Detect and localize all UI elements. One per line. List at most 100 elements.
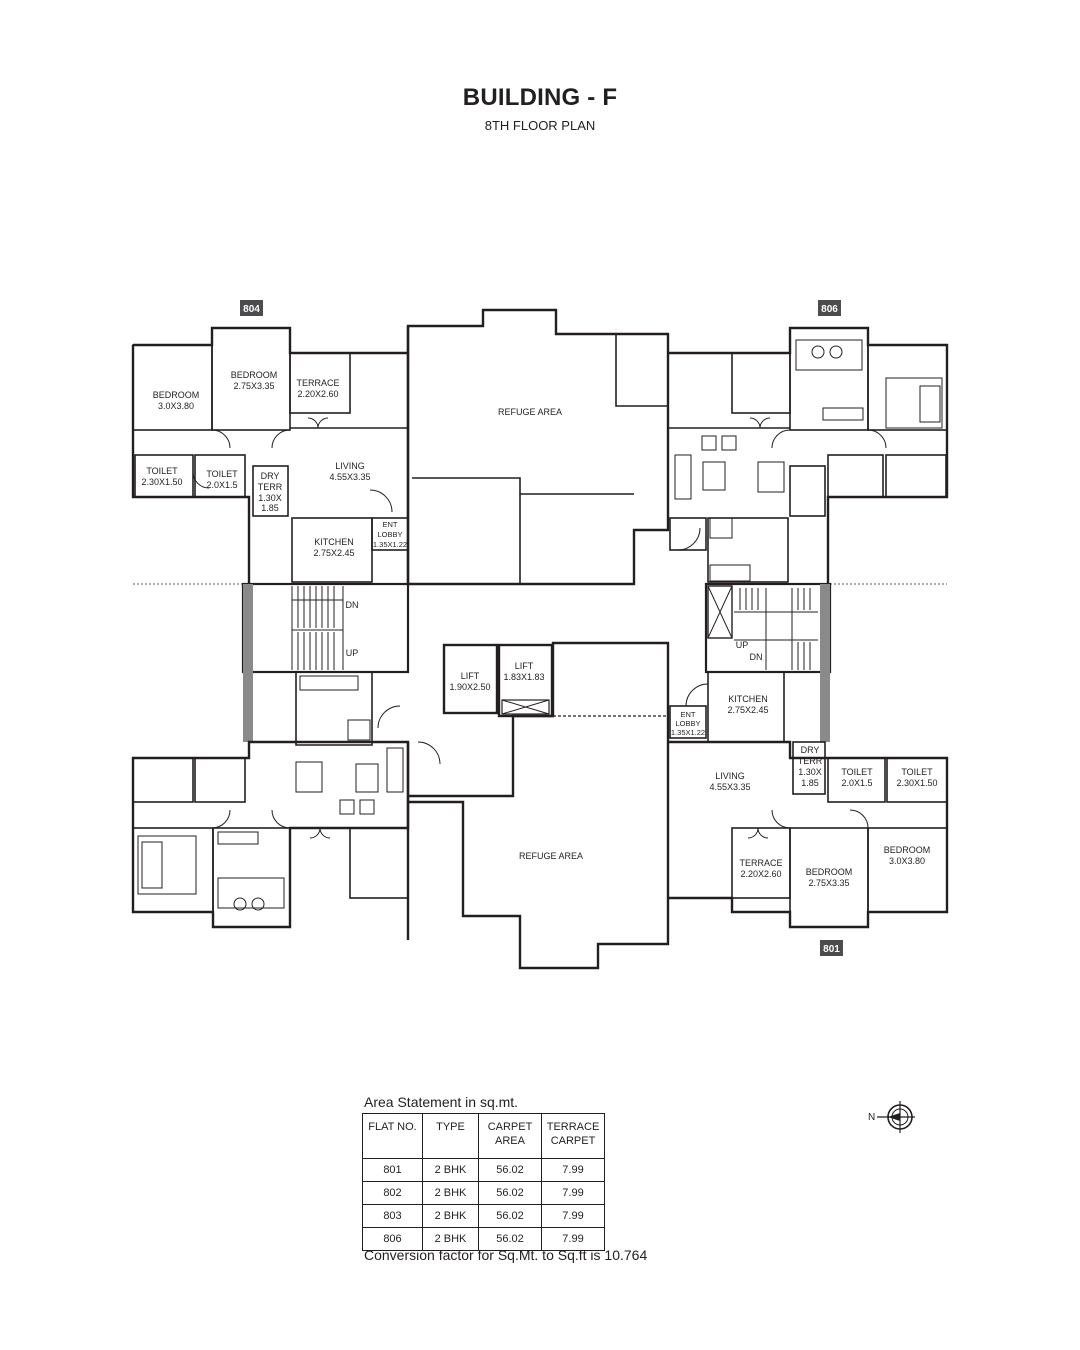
room-size: 1.30X	[258, 493, 282, 503]
page-title: BUILDING - F	[462, 84, 618, 111]
stair-east-treads	[734, 588, 818, 670]
room-label: TOILET	[206, 469, 238, 479]
room-size: 4.55X3.35	[329, 472, 370, 482]
room-size: 2.20X2.60	[297, 389, 338, 399]
room-label: BEDROOM	[806, 867, 853, 877]
lift-b	[497, 643, 554, 718]
room-label: TOILET	[841, 767, 873, 777]
flat-tag-801-bg	[820, 940, 843, 956]
flat-tags: 804 806 801	[240, 300, 843, 956]
room-label: LOBBY	[675, 719, 700, 728]
room-size: 4.55X3.35	[709, 782, 750, 792]
room-label: TERRACE	[739, 858, 782, 868]
table-cell: 7.99	[541, 1204, 605, 1228]
room-size: 2.30X1.50	[896, 778, 937, 788]
lift-a	[442, 643, 499, 715]
room-label: TERR	[258, 482, 283, 492]
toilet-804-b	[194, 454, 246, 498]
room-size: 3.0X3.80	[158, 401, 194, 411]
room-label: TOILET	[901, 767, 933, 777]
furniture	[137, 339, 943, 911]
table-cell: 2 BHK	[422, 1158, 479, 1182]
refuge-shaft-top	[615, 334, 668, 407]
room-label: DRY	[261, 471, 280, 481]
terrace-804	[289, 352, 351, 414]
stair-label: DN	[346, 600, 359, 610]
flat-tag-806-bg	[818, 300, 841, 316]
room-size: 2.30X1.50	[141, 477, 182, 487]
lift-size: 1.83X1.83	[503, 672, 544, 682]
room-size: 2.75X3.35	[233, 381, 274, 391]
table-cell: 802	[362, 1181, 423, 1205]
flat-tag-804-bg	[240, 300, 263, 316]
stair-label: UP	[736, 640, 749, 650]
room-label: BEDROOM	[153, 390, 200, 400]
refuge-area-top-inner-wall	[412, 477, 634, 495]
flat-sw-outer-wall	[295, 671, 373, 746]
lift-label: LIFT	[461, 671, 480, 681]
room-size: 2.0X1.5	[206, 480, 237, 490]
north-arrow-icon: N	[868, 1101, 915, 1133]
column-header: FLAT NO.	[362, 1113, 423, 1159]
table-cell: 56.02	[478, 1204, 542, 1228]
room-label: LOBBY	[377, 530, 402, 539]
column-header: TYPE	[422, 1113, 479, 1159]
table-row: 802 2 BHK 56.02 7.99	[362, 1181, 605, 1205]
table-row: 803 2 BHK 56.02 7.99	[362, 1204, 605, 1228]
room-label: DRY	[801, 745, 820, 755]
room-size: 2.75X3.35	[808, 878, 849, 888]
refuge-label: REFUGE AREA	[519, 851, 583, 861]
room-size: 1.85	[261, 503, 279, 513]
table-cell: 2 BHK	[422, 1181, 479, 1205]
table-cell: 7.99	[541, 1158, 605, 1182]
dry-terrace-804	[252, 465, 289, 517]
lift-label: LIFT	[515, 661, 534, 671]
room-size: 1.35X1.22	[373, 540, 407, 549]
room-label: LIVING	[335, 461, 365, 471]
flat-tag-804: 804	[243, 304, 260, 315]
page-subtitle: 8TH FLOOR PLAN	[484, 118, 596, 133]
column-header: CARPET AREA	[478, 1113, 542, 1159]
refuge-area-bottom-wall	[408, 641, 670, 970]
stair-east	[704, 582, 832, 674]
area-statement-table: FLAT NO. TYPE CARPET AREA TERRACE CARPET…	[362, 1113, 605, 1251]
table-cell: 801	[362, 1158, 423, 1182]
room-label: ENT	[681, 710, 696, 719]
table-cell: 7.99	[541, 1181, 605, 1205]
stair-label: DN	[750, 652, 763, 662]
table-row: 801 2 BHK 56.02 7.99	[362, 1158, 605, 1182]
room-labels: BEDROOM 3.0X3.80 BEDROOM 2.75X3.35 TERRA…	[141, 370, 937, 888]
north-label: N	[868, 1112, 875, 1123]
table-cell: 2 BHK	[422, 1227, 479, 1251]
flat-806-outer-wall	[668, 326, 949, 584]
room-size: 2.75X2.45	[313, 548, 354, 558]
toilet-804-a	[134, 454, 194, 498]
flat-tag-801: 801	[823, 944, 840, 955]
bedroom-806-a	[789, 327, 869, 431]
table-row: 806 2 BHK 56.02 7.99	[362, 1227, 605, 1251]
room-label: KITCHEN	[314, 537, 354, 547]
table-cell: 56.02	[478, 1158, 542, 1182]
flat-804-outer-wall	[133, 326, 408, 355]
room-label: TERRACE	[296, 378, 339, 388]
table-cell: 56.02	[478, 1227, 542, 1251]
room-size: 2.0X1.5	[841, 778, 872, 788]
room-label: BEDROOM	[884, 845, 931, 855]
room-label: ENT	[383, 520, 398, 529]
flat-tag-806: 806	[821, 304, 838, 315]
room-label: BEDROOM	[231, 370, 278, 380]
room-size: 1.85	[801, 778, 819, 788]
table-cell: 56.02	[478, 1181, 542, 1205]
table-cell: 2 BHK	[422, 1204, 479, 1228]
refuge-label: REFUGE AREA	[498, 407, 562, 417]
stair-west-treads	[291, 586, 344, 670]
table-cell: 7.99	[541, 1227, 605, 1251]
area-statement-caption: Area Statement in sq.mt.	[364, 1094, 519, 1110]
kitchen-806	[707, 517, 789, 583]
stair-label: UP	[346, 648, 359, 658]
table-cell: 803	[362, 1204, 423, 1228]
stair-west	[241, 582, 410, 674]
conversion-note: Conversion factor for Sq.Mt. to Sq.ft is…	[364, 1247, 648, 1263]
bedroom-804-a	[132, 344, 213, 431]
